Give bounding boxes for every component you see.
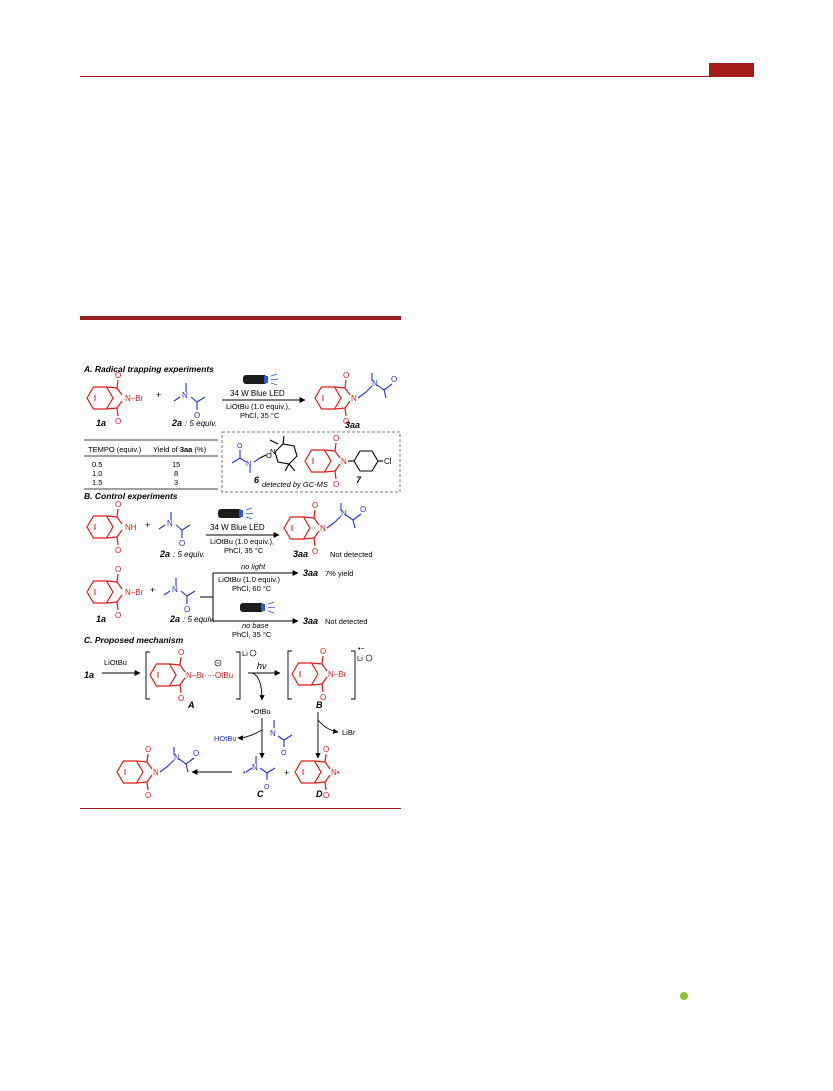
b-cond3: LiOtBu (1.0 equiv.) — [218, 575, 280, 584]
a-cl-label: Cl — [384, 457, 392, 466]
svg-text:N: N — [167, 519, 173, 528]
b-cond1: LiOtBu (1.0 equiv.), — [210, 537, 274, 546]
b-2a-equiv-2: : 5 equiv. — [183, 615, 215, 624]
b-blue-led-icon-2 — [239, 601, 276, 614]
c-int-b-label: B — [316, 700, 323, 710]
c-a-complex: N–Br····OtBu — [186, 671, 233, 680]
b-2a-label: 2a — [159, 549, 170, 559]
c-libr-label: LiBr — [342, 728, 356, 737]
svg-text:N: N — [341, 509, 347, 518]
c-start-label: 1a — [84, 670, 94, 680]
a-1a-label: 1a — [96, 418, 106, 428]
c-li-label-a: Li — [242, 649, 248, 658]
c-otbu-radical: •OtBu — [251, 707, 271, 716]
b-2a-label-2: 2a — [169, 614, 180, 624]
c-reagent-label: LiOtBu — [104, 658, 127, 667]
svg-text:•−: •− — [358, 646, 365, 653]
b-1a-label: 1a — [96, 614, 106, 624]
section-c-title: C. Proposed mechanism — [84, 635, 184, 645]
svg-text:O: O — [281, 750, 287, 757]
table-header-yield: Yield of 3aa (%) — [153, 445, 207, 454]
c-li-label-b: Li — [357, 654, 363, 663]
svg-text:O: O — [264, 784, 270, 791]
svg-text:O: O — [266, 451, 272, 460]
svg-text:N: N — [182, 391, 188, 400]
adduct-6-label: 6 — [254, 475, 260, 485]
a-2a-label: 2a — [171, 418, 182, 428]
c-int-d-label: D — [316, 789, 323, 799]
svg-text:•: • — [243, 768, 246, 777]
header-rule — [80, 76, 754, 77]
adduct-7-label: 7 — [356, 475, 362, 485]
b-1a-br-label: N–Br — [125, 588, 144, 597]
c-int-c-label: C — [257, 789, 264, 799]
b-light-label: 34 W Blue LED — [210, 523, 265, 532]
svg-text:N: N — [153, 768, 159, 777]
c-plus: + — [284, 768, 289, 778]
svg-text:N: N — [341, 457, 347, 466]
a-blue-led-icon — [242, 373, 279, 386]
b-blue-led-icon — [217, 507, 254, 520]
svg-text:O: O — [391, 375, 397, 384]
table-row-yield: 8 — [174, 469, 178, 478]
c-hv-label: hν — [257, 661, 267, 671]
svg-text:N: N — [351, 394, 357, 403]
b-result1: Not detected — [330, 550, 373, 559]
section-a-title: A. Radical trapping experiments — [83, 364, 214, 374]
svg-text:O: O — [193, 749, 199, 758]
svg-text:N: N — [174, 753, 180, 762]
svg-text:+: + — [145, 520, 150, 530]
c-hotbu-label: HOtBu — [214, 734, 237, 743]
svg-text:O: O — [237, 443, 243, 450]
svg-text:N: N — [246, 459, 251, 468]
c-int-a-label: A — [187, 700, 195, 710]
table-header-tempo: TEMPO (equiv.) — [88, 445, 142, 454]
b-cond2: PhCl, 35 °C — [224, 546, 264, 555]
page-marker-dot — [680, 992, 688, 1000]
table-row-equiv: 1.0 — [92, 469, 102, 478]
table-row-yield: 15 — [172, 460, 180, 469]
b-product-label: 3aa — [293, 549, 308, 559]
header-tab — [709, 63, 754, 77]
svg-text:O: O — [179, 539, 185, 548]
b-2a-equiv: : 5 equiv. — [173, 550, 205, 559]
svg-text:+: + — [150, 585, 155, 595]
table-row-equiv: 1.5 — [92, 478, 102, 487]
svg-text:O: O — [194, 411, 200, 420]
gcms-box — [221, 431, 401, 493]
b-product-label-3: 3aa — [303, 616, 318, 626]
a-product-label: 3aa — [345, 420, 360, 430]
svg-text:N: N — [320, 524, 326, 533]
b-result3: Not detected — [325, 617, 368, 626]
a-cond2: PhCl, 35 °C — [240, 411, 280, 420]
gcms-label: detected by GC-MS — [262, 480, 328, 489]
b-product-label-2: 3aa — [303, 568, 318, 578]
b-no-light: no light — [241, 562, 266, 571]
svg-text:N: N — [372, 379, 378, 388]
section-b-title: B. Control experiments — [84, 491, 178, 501]
c-b-nbr: N–Br — [328, 670, 347, 679]
table-row-equiv: 0.5 — [92, 460, 102, 469]
figure-bottom-rule — [80, 808, 401, 809]
a-1a-br-label: N–Br — [125, 394, 144, 403]
svg-text:O: O — [184, 605, 190, 614]
svg-text:N: N — [252, 763, 258, 772]
b-cond4: PhCl, 60 °C — [232, 584, 272, 593]
b-cond5: PhCl, 35 °C — [232, 630, 272, 639]
table-row-yield: 3 — [174, 478, 178, 487]
svg-text:O: O — [360, 505, 366, 514]
b-nh-label: NH — [125, 523, 137, 532]
svg-text:+: + — [156, 390, 161, 400]
b-no-base: no base — [242, 621, 269, 630]
a-2a-equiv: : 5 equiv. — [185, 419, 217, 428]
svg-text:N: N — [270, 447, 275, 456]
a-light-label: 34 W Blue LED — [230, 389, 285, 398]
svg-text:N: N — [172, 585, 178, 594]
svg-text:N•: N• — [331, 768, 340, 777]
a-cond1: LiOtBu (1.0 equiv.), — [226, 402, 290, 411]
figure-top-rule — [80, 316, 401, 320]
svg-text:N: N — [270, 729, 276, 738]
b-result2: 7% yield — [325, 569, 353, 578]
